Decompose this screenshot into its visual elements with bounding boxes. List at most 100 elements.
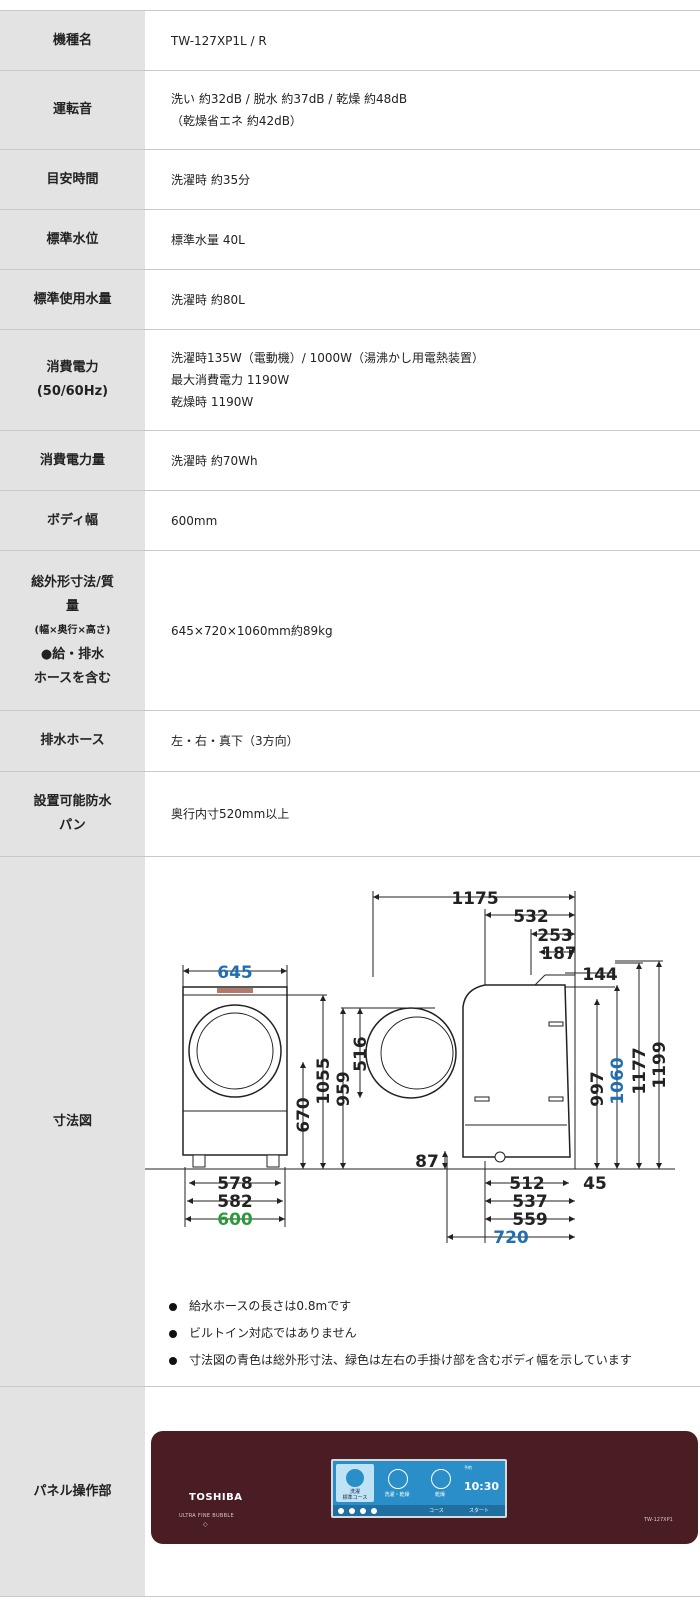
arrow-head [656,1163,662,1169]
spec-label: 設置可能防水パン [0,772,145,856]
spec-label: 目安時間 [0,150,145,209]
arrow-head [531,931,537,937]
dim-1177-label: 1177 [630,1047,650,1094]
start-button: スタート [469,1508,490,1514]
dim-1199-label: 1199 [650,1041,670,1088]
note-text: 給水ホースの長さは0.8mです [189,1299,352,1313]
course-tile-dry: 乾燥 [421,1464,459,1502]
arrow-head [279,1216,285,1222]
front-control-strip [217,988,253,993]
spec-value: TW-127XP1L / R [145,11,700,70]
bubble-icon: ◇ [203,1521,208,1528]
spec-value-line: （乾燥省エネ 約42dB） [171,114,302,128]
arrow-head [569,912,575,918]
side-door-inner [380,1016,454,1090]
spec-label-line: 標準水位 [46,231,99,247]
spec-label-line: 消費電力量 [39,452,105,468]
water-usage-row: 標準使用水量 洗濯時 約80L [0,270,700,330]
arrow-head [569,949,575,955]
brand-logo: TOSHIBA [189,1492,243,1503]
dim-600-label: 600 [217,1210,253,1230]
spec-value: 600mm [145,491,700,550]
brand-subtitle: ULTRA FINE BUBBLE [179,1513,234,1519]
tile-text: 洗濯・乾燥 [384,1492,410,1498]
arrow-head [569,931,575,937]
spec-value-line: 標準水量 40L [171,232,245,247]
spec-value-line: 左・右・真下（3方向） [171,734,299,748]
course-tile-wash-dry: 洗濯・乾燥 [378,1464,416,1502]
spec-label-line: 量 [65,598,79,614]
drain-hose-row: 排水ホース 左・右・真下（3方向） [0,711,700,772]
dimension-drawing: 6456701055578582600516959117553225318714… [145,889,675,1248]
touch-screen: 洗濯 標準コース 洗濯・乾燥 乾燥 予約 10:30 [331,1459,507,1518]
dim-670-label: 670 [294,1097,314,1133]
arrow-head [656,961,662,967]
arrow-head [185,1216,191,1222]
spec-value-line: 最大消費電力 1190W [171,373,290,387]
spec-value: 洗濯時135W（電動機）/ 1000W（湯沸かし用電熱装置） 最大消費電力 119… [145,330,700,430]
arrow-head [340,1163,346,1169]
settings-icon [338,1507,344,1514]
spec-label: 消費電力量 [0,431,145,490]
spec-value: 左・右・真下（3方向） [145,711,700,771]
spec-label-line: 運転音 [52,102,92,117]
spec-label-line: (50/60Hz) [36,384,109,399]
spec-value-line: 645×720×1060mm約89kg [171,623,333,638]
spec-label-line: ホースを含む [33,670,112,686]
clock-display: 10:30 [464,1480,500,1493]
control-panel-image: TOSHIBA ULTRA FINE BUBBLE ◇ TW-127XP1 洗濯… [151,1431,698,1544]
dim-582-label: 582 [217,1192,253,1212]
spec-label-line: 設置可能防水 [33,794,112,809]
spec-label-line: パン [59,818,86,833]
spec-value-line: 洗い 約32dB / 脱水 約37dB / 乾燥 約48dB [171,92,408,106]
arrow-head [187,1198,193,1204]
spec-label: 総外形寸法/質量(幅×奥行×高さ)●給・排水ホースを含む [0,551,145,710]
spec-value: 洗濯時 約35分 [145,150,700,209]
arrow-head [485,1216,491,1222]
arrow-head [614,985,620,991]
spec-label: 排水ホース [0,711,145,771]
arrow-head [183,968,189,974]
spec-value: 645×720×1060mm約89kg [145,551,700,710]
waterproof-pan-row: 設置可能防水パン奥行内寸520mm以上 [0,772,700,857]
dim-144-label: 144 [582,965,618,985]
wave-icon [388,1469,408,1489]
panel-cell: TOSHIBA ULTRA FINE BUBBLE ◇ TW-127XP1 洗濯… [145,1387,700,1596]
spec-value-line: TW-127XP1L / R [171,33,267,48]
spec-label-line: 消費電力 [46,360,99,375]
dim-45-label: 45 [583,1174,607,1194]
front-foot [192,1154,206,1168]
spec-table: 機種名 TW-127XP1L / R 運転音 洗い 約32dB / 脱水 約37dB … [0,10,700,1597]
dim-1175-label: 1175 [451,889,498,909]
spec-value: 洗濯時 約70Wh [145,431,700,490]
spec-label-line: 総外形寸法/質 [31,574,114,590]
note-item: ビルトイン対応ではありません [169,1320,632,1347]
dim-516-label: 516 [351,1036,371,1072]
spec-label-line: (幅×奥行×高さ) [34,624,111,636]
spec-value-line: 洗濯時135W（電動機）/ 1000W（湯沸かし用電熱装置） [171,351,485,365]
dim-187-label: 187 [541,944,577,964]
water-level-row: 標準水位 標準水量 40L [0,210,700,270]
spec-value: 洗い 約32dB / 脱水 約37dB / 乾燥 約48dB （乾燥省エネ 約42… [145,71,700,149]
noise-row: 運転音 洗い 約32dB / 脱水 約37dB / 乾燥 約48dB （乾燥省エネ … [0,71,700,150]
arrow-head [594,999,600,1005]
arrow-head [357,1092,363,1098]
arrow-head [485,1180,491,1186]
front-door-glass [196,1012,274,1090]
spec-label: 標準使用水量 [0,270,145,329]
bullet-icon [169,1302,177,1311]
arrow-head [485,1198,491,1204]
help-icon [371,1507,377,1514]
note-text: ビルトイン対応ではありません [189,1326,357,1340]
spec-value: 洗濯時 約80L [145,270,700,329]
power-row: 消費電力 (50/60Hz) 洗濯時135W（電動機）/ 1000W（湯沸かし用電熱… [0,330,700,431]
arrow-head [275,1180,281,1186]
spec-value-line: 洗濯時 約80L [171,292,245,307]
arrow-head [320,1163,326,1169]
spec-value-line: 洗濯時 約35分 [171,172,251,187]
side-vent [548,1096,564,1102]
model-row: 機種名 TW-127XP1L / R [0,11,700,71]
dim-559-label: 559 [512,1210,548,1230]
spec-label-line: 機種名 [52,32,92,48]
